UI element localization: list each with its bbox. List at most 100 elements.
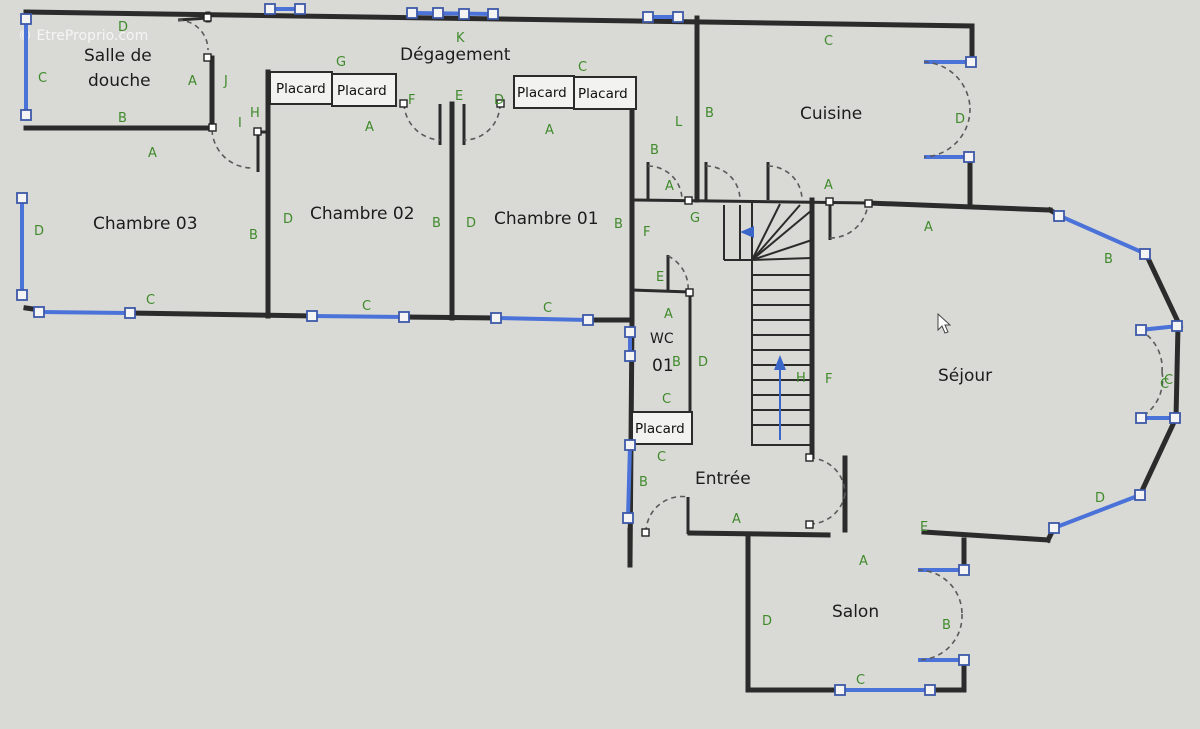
node-handle [20,109,32,121]
wall-letter: B [249,228,258,243]
wall-letter: C [824,34,833,49]
node-handle [1139,248,1151,260]
wall-letter: D [494,93,504,108]
wall-letter: D [283,212,293,227]
room-label-wc: WC [650,331,674,347]
wall-letter: E [455,89,463,104]
wall-letter: H [250,106,260,121]
node-handle [16,192,28,204]
node-handle [294,3,306,15]
wall-letter: F [825,372,832,387]
windows [20,7,1179,692]
staircase [723,200,813,446]
node-handle [805,453,814,462]
node-handle [672,11,684,23]
stair-arrow-icon [740,226,754,238]
placard-box [331,73,397,107]
wall-letter: A [188,74,197,89]
wall-letter: A [924,220,933,235]
wall-letter: D [34,224,44,239]
placards: Placard Placard Placard Placard Placard [269,71,693,445]
room-label-chambre-02: Chambre 02 [310,204,415,224]
node-handle [487,8,499,20]
node-handle [965,56,977,68]
wall-letter: D [118,20,128,35]
wall-letter: C [657,450,666,465]
wall-letter: C [662,392,671,407]
wall-letter: E [920,520,928,535]
node-handle [1048,522,1060,534]
node-handle [20,13,32,25]
door-swings [177,19,1164,661]
wall-letter: B [639,475,648,490]
room-label-chambre-03: Chambre 03 [93,214,198,234]
node-handle [253,127,262,136]
wall-letter: J [223,74,228,89]
room-label-entree: Entrée [695,469,751,489]
mouse-cursor-icon [937,312,952,334]
wall-letter: B [650,143,659,158]
room-label-wc-number: 01 [652,356,674,376]
wall-letter: D [955,112,965,127]
wall-letter: A [665,179,674,194]
node-handle [203,53,212,62]
wall-letter: C [1160,377,1169,392]
node-handle [624,326,636,338]
wall-letter: A [859,554,868,569]
nodes [16,3,1183,696]
node-handle [399,99,408,108]
wall-letter: B [942,618,951,633]
node-handle [622,512,634,524]
node-handle [958,564,970,576]
node-handle [963,151,975,163]
node-handle [684,196,693,205]
node-handle [496,99,505,108]
node-handle [33,306,45,318]
wall-letter: D [466,216,476,231]
wall-letter: A [148,146,157,161]
wall-letter: B [614,217,623,232]
wall-letter: F [643,225,650,240]
node-handle [834,684,846,696]
node-handle [16,289,28,301]
node-handle [264,3,276,15]
wall-letter: A [824,178,833,193]
wall-letter: I [238,116,242,131]
wall-letter: C [38,71,47,86]
node-handle [641,528,650,537]
wall-letter: A [365,120,374,135]
room-label-salon: Salon [832,602,879,622]
node-handle [805,520,814,529]
wall-letter: H [796,371,806,386]
wall-letter: D [1095,491,1105,506]
node-handle [208,123,217,132]
wall-letter: F [408,93,415,108]
wall-letter: B [118,111,127,126]
room-label-cuisine: Cuisine [800,104,862,124]
wall-letter: C [856,673,865,688]
wall-letter: A [545,123,554,138]
node-handle [1169,412,1181,424]
node-handle [1171,320,1183,332]
node-handle [490,312,502,324]
placard-label: Placard [276,81,326,97]
node-handle [864,199,873,208]
wall-letter: C [543,301,552,316]
node-handle [1135,412,1147,424]
room-label-salle-de-douche: douche [88,71,151,91]
room-label-salle-de-douche: Salle de [84,46,152,66]
wall-letter: B [1104,252,1113,267]
placard-label: Placard [517,85,567,101]
wall-letter: E [656,270,664,285]
placard-box [631,411,693,445]
node-handle [1134,489,1146,501]
placard-label: Placard [635,421,685,437]
node-handle [958,654,970,666]
node-handle [124,307,136,319]
placard-box [513,75,575,109]
wall-letters: D C A J B H I A G K A F E D C A C L B B … [34,20,1173,688]
node-handle [582,314,594,326]
placard-box [269,71,333,105]
wall-letter: A [732,512,741,527]
